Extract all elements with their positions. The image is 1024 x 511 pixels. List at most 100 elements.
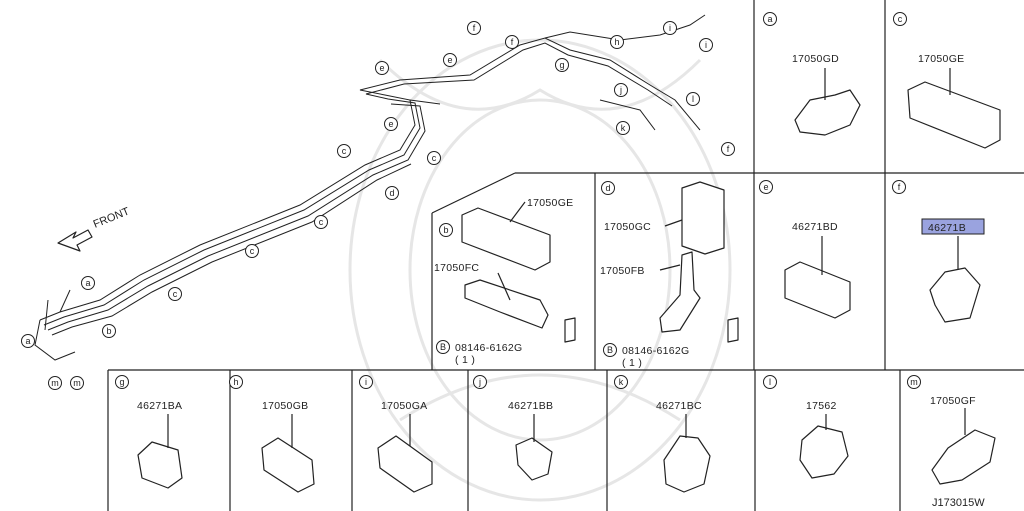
watermark-emblem [348,38,732,502]
svg-text:c: c [432,153,437,163]
panel-h: h 17050GB [229,375,315,493]
part-number-17050gc: 17050GC [604,221,651,233]
front-label: FRONT [92,205,132,230]
clip-46271b [929,267,981,323]
svg-text:d: d [389,188,394,198]
panel-i: i 17050GA [359,375,433,493]
front-arrow: FRONT [57,205,132,252]
callout-b: b [102,324,116,338]
callout-c-3: c [314,215,328,229]
svg-text:g: g [559,60,564,70]
panel-d: d 17050GC 17050FB B 08146-6162G ( 1 ) [600,181,739,369]
panel-l: l 17562 [763,375,849,479]
panel-c: c 17050GE [893,12,1001,149]
clip-17050gb [261,437,315,493]
callout-c-4: c [245,244,259,258]
panel-b: b 17050GE 17050FC B 08146-6162G ( 1 ) [434,197,576,366]
callout-i-right: i [699,38,713,52]
callout-a-2: a [21,334,35,348]
svg-text:l: l [692,94,694,104]
clip-46271bc [663,435,711,493]
part-number-17050fc: 17050FC [434,262,479,274]
routing-callouts: f f e e g h i i j k l f e c c d c c c a … [21,21,735,390]
highlight-46271b [921,218,985,235]
part-number-08146-b: 08146-6162G [455,342,523,354]
part-number-46271bd: 46271BD [792,221,838,233]
svg-text:f: f [473,23,476,33]
callout-e-top: e [443,53,457,67]
part-number-46271bc: 46271BC [656,400,702,412]
part-number-17050gb: 17050GB [262,400,308,412]
quantity-d: ( 1 ) [622,357,642,369]
svg-text:i: i [705,40,707,50]
svg-text:g: g [119,377,124,387]
svg-text:f: f [727,144,730,154]
panel-k: k 46271BC [614,375,711,493]
svg-text:j: j [478,377,481,387]
svg-text:j: j [619,85,622,95]
clip-17050gd [794,89,861,136]
svg-text:a: a [25,336,30,346]
callout-c-5: c [168,287,182,301]
panel-a: a 17050GD [763,12,861,136]
clip-17050ge [907,81,1001,149]
svg-text:d: d [605,183,610,193]
svg-text:f: f [898,182,901,192]
clip-17050ge-b [461,207,551,271]
callout-h: h [610,35,624,49]
svg-text:e: e [447,55,452,65]
svg-text:B: B [607,345,613,355]
part-number-17050ga: 17050GA [381,400,427,412]
svg-text:k: k [619,377,624,387]
svg-text:l: l [769,377,771,387]
callout-g: g [555,58,569,72]
panel-f: f 46271B [892,180,985,323]
clip-17050gf [931,429,996,485]
svg-text:m: m [51,378,59,388]
svg-text:e: e [379,63,384,73]
callout-c-2: c [427,151,441,165]
svg-text:h: h [233,377,238,387]
part-number-08146-d: 08146-6162G [622,345,690,357]
svg-text:k: k [621,123,626,133]
panel-e: e 46271BD [759,180,851,319]
svg-text:a: a [85,278,90,288]
svg-text:e: e [388,119,393,129]
callout-j: j [614,83,628,97]
clip-46271ba [137,441,183,489]
svg-text:c: c [898,14,903,24]
svg-text:i: i [669,23,671,33]
svg-text:e: e [763,182,768,192]
clip-17050gc [681,181,725,255]
part-number-17562: 17562 [806,400,837,412]
clip-46271bb [515,437,553,481]
callout-a-1: a [81,276,95,290]
panel-g: g 46271BA [115,375,183,489]
callout-d: d [385,186,399,200]
part-number-46271bb: 46271BB [508,400,553,412]
panel-grid [107,0,1024,511]
quantity-b: ( 1 ) [455,354,475,366]
svg-text:h: h [614,37,619,47]
svg-text:B: B [440,342,446,352]
clip-17562 [799,425,849,479]
callout-m-2: m [70,376,84,390]
part-number-17050gf: 17050GF [930,395,976,407]
svg-text:b: b [443,225,448,235]
bracket-17050fc [464,279,549,329]
callout-f-top: f [467,21,481,35]
svg-text:c: c [173,289,178,299]
svg-text:f: f [511,37,514,47]
svg-text:m: m [73,378,81,388]
svg-text:c: c [342,146,347,156]
clip-17050ga [377,435,433,493]
svg-text:a: a [767,14,772,24]
part-number-17050ge-b: 17050GE [527,197,573,209]
part-number-17050ge: 17050GE [918,53,964,65]
part-number-46271ba: 46271BA [137,400,182,412]
brake-pipe-routing [34,14,706,361]
callout-k: k [616,121,630,135]
callout-f-mid: f [505,35,519,49]
callout-e-mid: e [384,117,398,131]
